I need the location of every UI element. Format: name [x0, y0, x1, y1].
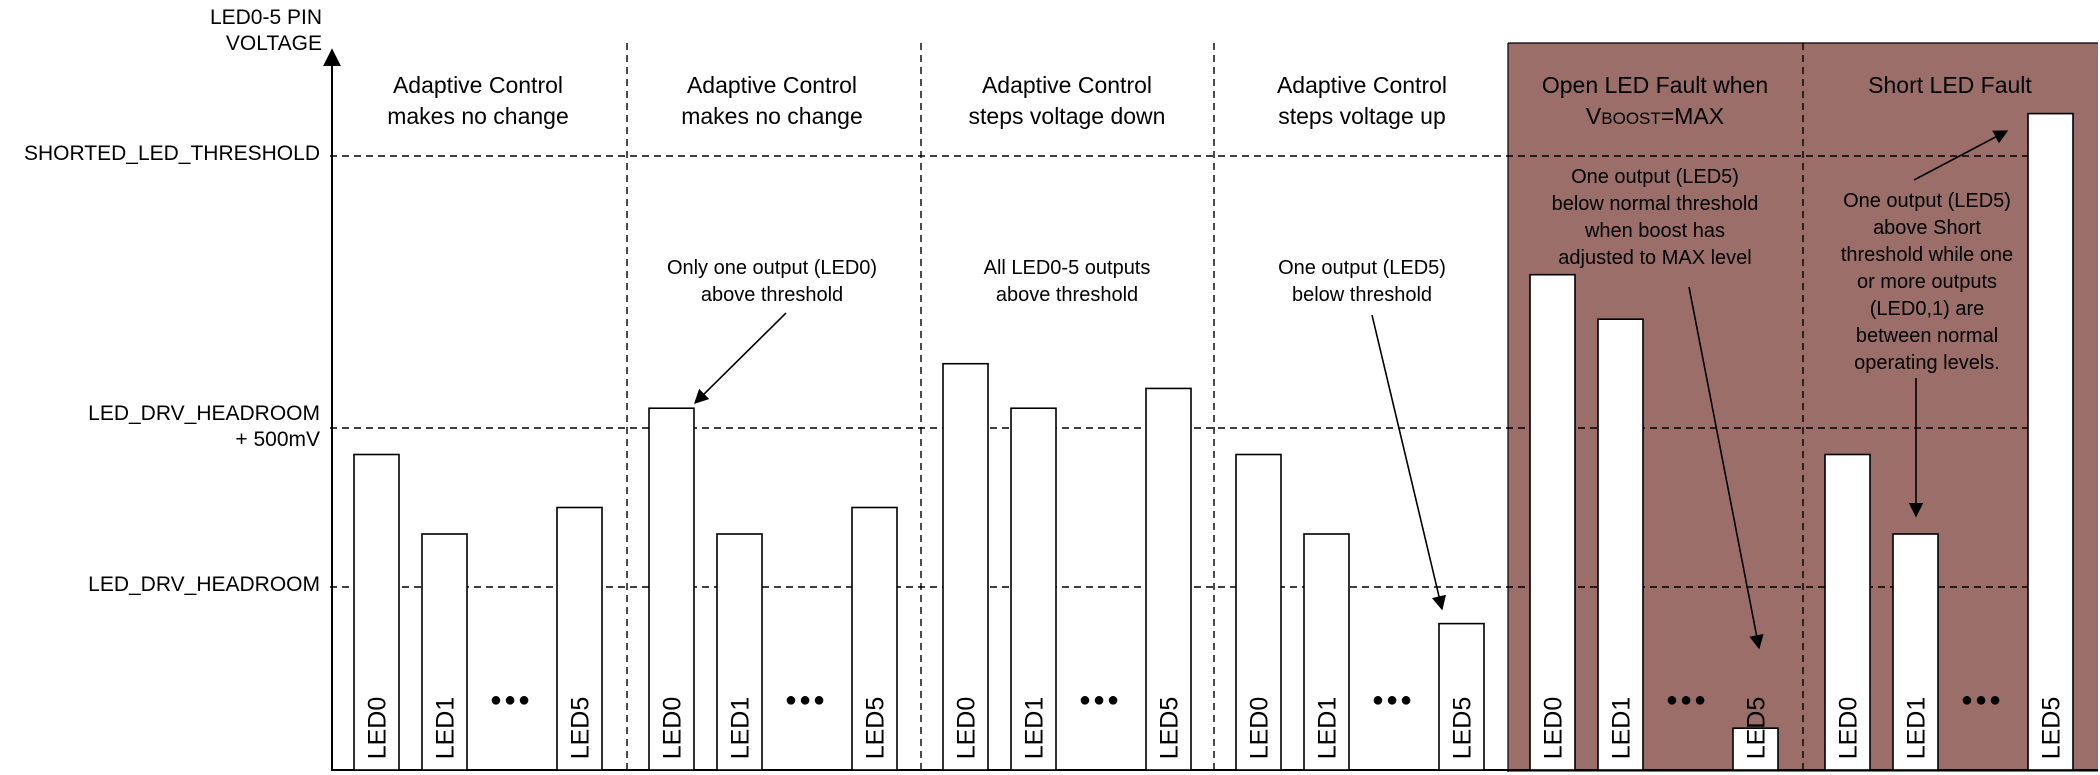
bar-label-led5: LED5: [2038, 697, 2066, 760]
bar-label-led1: LED1: [727, 697, 755, 760]
bar-label-led5: LED5: [1743, 697, 1771, 760]
panel6-note-arrow-up: [1913, 130, 2009, 181]
bar-led0: [942, 362, 989, 771]
panel5-header-line2: VBOOST=MAX: [1586, 103, 1724, 129]
bar-led1: [421, 533, 468, 771]
panel6-note-line1: One output (LED5): [1843, 190, 2011, 212]
panel3-note-line2: above threshold: [996, 284, 1138, 306]
bar-led0: [1235, 453, 1282, 771]
bar-label-led1: LED1: [1608, 697, 1636, 760]
bar-led1: [716, 533, 763, 771]
bar-led0: [648, 407, 695, 771]
bar-label-led0: LED0: [1835, 697, 1863, 760]
panel2-header-line2: makes no change: [681, 103, 863, 129]
bar-label-led0: LED0: [1540, 697, 1568, 760]
panel2-note-arrow: [693, 312, 787, 405]
ellipsis-dots: ●●●: [1961, 689, 2003, 711]
headroom-plus-label-line2: + 500mV: [235, 428, 320, 451]
shorted-threshold-label: SHORTED_LED_THRESHOLD: [24, 142, 320, 165]
bar-led1: [1303, 533, 1350, 771]
bar-led5: [1145, 387, 1192, 771]
panel5-note-line4: adjusted to MAX level: [1558, 247, 1751, 269]
panel2-note-line1: Only one output (LED0): [667, 257, 877, 279]
panel3-header-line2: steps voltage down: [969, 103, 1166, 129]
bar-led0: [353, 453, 400, 771]
bar-label-led5: LED5: [1156, 697, 1184, 760]
panel6-note-line5: (LED0,1) are: [1870, 298, 1985, 320]
panel5-note-line3: when boost has: [1584, 220, 1725, 242]
bar-label-led0: LED0: [364, 697, 392, 760]
y-axis-title-line1: LED0-5 PIN: [210, 6, 322, 29]
panel6-note-line3: threshold while one: [1841, 244, 2013, 266]
panel1-header-line2: makes no change: [387, 103, 569, 129]
panel5-header-line1: Open LED Fault when: [1542, 72, 1768, 98]
bar-led1: [1892, 533, 1939, 771]
panel3-note-line1: All LED0-5 outputs: [984, 257, 1151, 279]
ellipsis-dots: ●●●: [1372, 689, 1414, 711]
headroom-label: LED_DRV_HEADROOM: [88, 573, 320, 596]
panel6-note-line4: or more outputs: [1857, 271, 1997, 293]
panel6-note-line6: between normal: [1856, 325, 1998, 347]
panel4-header-line1: Adaptive Control: [1277, 72, 1447, 98]
headroom-plus-label: LED_DRV_HEADROOM: [88, 402, 320, 425]
bar-label-led1: LED1: [432, 697, 460, 760]
panel6-note-line2: above Short: [1873, 217, 1981, 239]
bar-label-led5: LED5: [862, 697, 890, 760]
ellipsis-dots: ●●●: [1666, 689, 1708, 711]
panel5-note-line1: One output (LED5): [1571, 166, 1739, 188]
bars-layer: LED0 LED1 LED5 ●●● LED0 LED1 LED5 ●●● LED0 LED1 LE…: [353, 112, 2074, 771]
ellipsis-dots: ●●●: [490, 689, 532, 711]
bar-led5: [1438, 622, 1485, 771]
bar-led5: [2027, 112, 2074, 771]
bar-led5: [1732, 727, 1779, 771]
panel4-header-line2: steps voltage up: [1278, 103, 1446, 129]
panel4-note-line1: One output (LED5): [1278, 257, 1446, 279]
panel2-note-line2: above threshold: [701, 284, 843, 306]
panel5-note-arrow: [1688, 286, 1764, 650]
bar-led1: [1010, 407, 1057, 771]
bar-led5: [851, 506, 898, 771]
bar-label-led0: LED0: [1246, 697, 1274, 760]
ellipsis-dots: ●●●: [1079, 689, 1121, 711]
bar-label-led5: LED5: [567, 697, 595, 760]
panel2-header-line1: Adaptive Control: [687, 72, 857, 98]
panel1-header-line1: Adaptive Control: [393, 72, 563, 98]
bar-label-led5: LED5: [1449, 697, 1477, 760]
panel3-header-line1: Adaptive Control: [982, 72, 1152, 98]
bar-led5: [556, 506, 603, 771]
bar-label-led0: LED0: [659, 697, 687, 760]
panel6-header-line1: Short LED Fault: [1868, 72, 2032, 98]
panel6-note-line7: operating levels.: [1854, 352, 2000, 374]
bar-led1: [1597, 318, 1644, 771]
bar-led0: [1824, 453, 1871, 771]
bar-label-led1: LED1: [1021, 697, 1049, 760]
bar-label-led1: LED1: [1903, 697, 1931, 760]
y-axis-title-line2: VOLTAGE: [226, 32, 322, 55]
bar-led0: [1529, 273, 1576, 771]
bar-label-led1: LED1: [1314, 697, 1342, 760]
panel4-note-line2: below threshold: [1292, 284, 1432, 306]
ellipsis-dots: ●●●: [785, 689, 827, 711]
panel5-note-line2: below normal threshold: [1552, 193, 1759, 215]
panel4-note-arrow: [1371, 314, 1447, 611]
bar-label-led0: LED0: [953, 697, 981, 760]
